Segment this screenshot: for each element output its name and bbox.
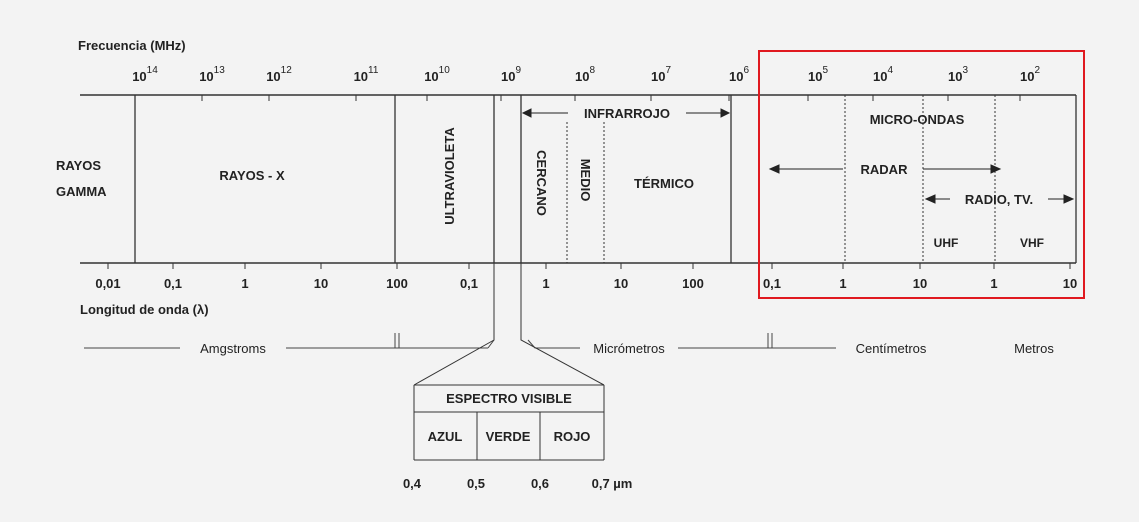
frequency-tick-label: 105 — [808, 65, 828, 84]
band-label-ultraviolet: ULTRAVIOLETA — [442, 127, 457, 225]
band-label-gamma: RAYOS GAMMA — [56, 158, 107, 199]
band-label-microwave: MICRO-ONDAS — [870, 112, 965, 127]
band-label-vhf: VHF — [1020, 236, 1044, 250]
visible-color-label: VERDE — [486, 429, 531, 444]
frequency-tick-label: 108 — [575, 65, 595, 84]
band-label-xray: RAYOS - X — [219, 168, 285, 183]
frequency-tick-label: 109 — [501, 65, 521, 84]
visible-tick-label: 0,6 — [531, 476, 549, 491]
unit-label-angstroms: Amgstroms — [200, 341, 266, 356]
frequency-tick-label: 1013 — [199, 65, 225, 84]
band-label-ir-medium: MEDIO — [578, 159, 593, 202]
wavelength-axis-title: Longitud de onda (λ) — [80, 302, 209, 317]
frequency-tick-label: 106 — [729, 65, 749, 84]
wavelength-tick-label: 1 — [839, 276, 846, 291]
unit-label-micrometers: Micrómetros — [593, 341, 665, 356]
wavelength-tick-label: 1 — [990, 276, 997, 291]
wavelength-tick-label: 0,01 — [95, 276, 120, 291]
wavelength-tick-label: 10 — [314, 276, 328, 291]
visible-tick-label: 0,4 — [403, 476, 422, 491]
unit-label-centimeters: Centímetros — [856, 341, 927, 356]
wavelength-tick-label: 10 — [1063, 276, 1077, 291]
band-dividers — [134, 95, 996, 263]
frequency-tick-label: 102 — [1020, 65, 1040, 84]
wavelength-tick-label: 0,1 — [164, 276, 182, 291]
wavelength-tick-label: 1 — [241, 276, 248, 291]
frequency-tick-label: 104 — [873, 65, 893, 84]
visible-color-label: AZUL — [428, 429, 463, 444]
wavelength-tick-label: 100 — [682, 276, 704, 291]
band-label-ir-thermal: TÉRMICO — [634, 176, 694, 191]
highlight-box — [758, 50, 1085, 299]
wavelength-tick-label: 100 — [386, 276, 408, 291]
visible-spectrum-title: ESPECTRO VISIBLE — [446, 391, 572, 406]
visible-spectrum-callout — [413, 263, 605, 461]
frequency-tick-label: 1011 — [354, 65, 379, 84]
wavelength-tick-label: 0,1 — [763, 276, 781, 291]
visible-color-label: ROJO — [554, 429, 591, 444]
spectrum-frame — [80, 94, 1077, 264]
band-label-infrared: INFRARROJO — [584, 106, 670, 121]
band-label-ir-near: CERCANO — [534, 150, 549, 216]
band-label-uhf: UHF — [934, 236, 959, 250]
infrared-arrow — [521, 108, 731, 118]
visible-tick-label: 0,5 — [467, 476, 485, 491]
band-label-radio-tv: RADIO, TV. — [965, 192, 1033, 207]
wavelength-tick-label: 0,1 — [460, 276, 478, 291]
band-label-radar: RADAR — [861, 162, 909, 177]
frequency-axis-title: Frecuencia (MHz) — [78, 38, 186, 53]
unit-scale-lines — [84, 333, 836, 349]
wavelength-tick-label: 1 — [542, 276, 549, 291]
frequency-tick-label: 1012 — [266, 65, 292, 84]
visible-spectrum-colors: AZUL VERDE ROJO — [428, 429, 591, 444]
visible-spectrum-ticks: 0,4 0,5 0,6 0,7 µm — [403, 476, 632, 491]
wavelength-tick-label: 10 — [614, 276, 628, 291]
frequency-tick-label: 103 — [948, 65, 968, 84]
radar-arrow — [768, 164, 1002, 174]
visible-tick-label: 0,7 µm — [592, 476, 633, 491]
radio-tv-arrow — [924, 194, 1075, 204]
wavelength-tick-label: 10 — [913, 276, 927, 291]
unit-label-meters: Metros — [1014, 341, 1054, 356]
frequency-tick-label: 1010 — [424, 65, 450, 84]
frequency-tick-label: 1014 — [132, 65, 158, 84]
frequency-tick-label: 107 — [651, 65, 671, 84]
wavelength-axis: 0,01 0,1 1 10 100 0,1 1 10 100 0,1 1 10 1 10 — [95, 263, 1077, 291]
